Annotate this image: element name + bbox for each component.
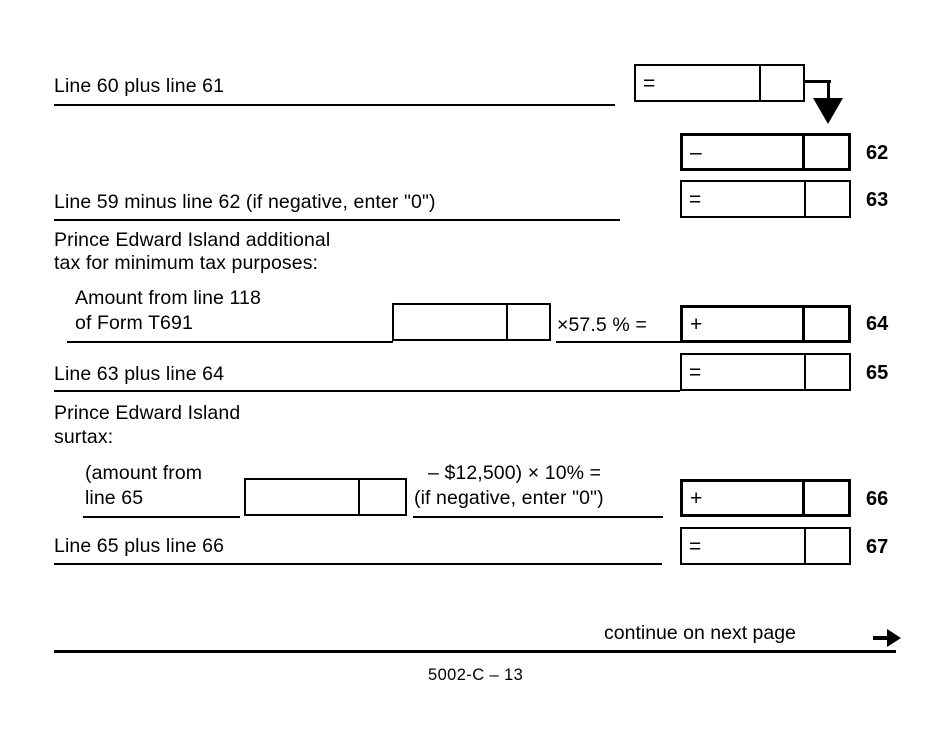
cents-field-line-67[interactable] xyxy=(806,529,849,563)
heading-surtax-line-2: surtax: xyxy=(54,426,114,448)
underline-line-65-plus-66 xyxy=(54,563,662,565)
cents-field-line-63[interactable] xyxy=(806,182,849,216)
amount-box-line-63[interactable]: = xyxy=(680,180,851,218)
cents-field-form-t691[interactable] xyxy=(508,305,549,339)
line-number-66: 66 xyxy=(866,488,889,510)
continue-next-page-label: continue on next page xyxy=(604,622,796,644)
line-number-67: 67 xyxy=(866,536,889,558)
dollars-field-surtax-source[interactable] xyxy=(246,480,360,514)
arrow-right-icon xyxy=(873,629,901,647)
dollars-field-line-65[interactable]: = xyxy=(682,355,806,389)
dollars-field-line-62[interactable]: – xyxy=(683,136,805,168)
connector-vertical xyxy=(827,80,830,102)
page-number: 5002-C – 13 xyxy=(428,666,524,684)
dollars-field-line-67[interactable]: = xyxy=(682,529,806,563)
cents-field-line-61-total[interactable] xyxy=(761,66,803,100)
operator-plus-icon: + xyxy=(690,312,703,336)
heading-minimum-tax-line-2: tax for minimum tax purposes: xyxy=(54,252,319,274)
line-number-64: 64 xyxy=(866,313,889,335)
underline-form-t691 xyxy=(67,341,393,343)
underline-line-59-minus-62 xyxy=(54,219,620,221)
amount-box-line-65[interactable]: = xyxy=(680,353,851,391)
amount-box-line-67[interactable]: = xyxy=(680,527,851,565)
amount-box-line-66[interactable]: + xyxy=(680,479,851,517)
arrow-right-head xyxy=(887,629,901,647)
label-line-60-plus-61: Line 60 plus line 61 xyxy=(54,75,225,97)
operator-equals-icon: = xyxy=(689,360,702,384)
multiplier-57-5-percent: ×57.5 % = xyxy=(557,314,647,336)
label-amount-from-line-65-part-2: line 65 xyxy=(85,487,144,509)
label-line-59-minus-62: Line 59 minus line 62 (if negative, ente… xyxy=(54,191,436,213)
label-of-form-t691: of Form T691 xyxy=(75,312,193,334)
dollars-field-line-63[interactable]: = xyxy=(682,182,806,216)
cents-field-line-62[interactable] xyxy=(805,136,848,168)
dollars-field-line-66[interactable]: + xyxy=(683,482,805,514)
operator-equals-icon: = xyxy=(689,187,702,211)
operator-plus-icon: + xyxy=(690,486,703,510)
formula-surtax-line-2: (if negative, enter "0") xyxy=(414,487,604,509)
amount-box-line-61-total[interactable]: = xyxy=(634,64,805,102)
cents-field-line-65[interactable] xyxy=(806,355,849,389)
line-number-65: 65 xyxy=(866,362,889,384)
label-line-65-plus-66: Line 65 plus line 66 xyxy=(54,535,225,557)
operator-equals-icon: = xyxy=(689,534,702,558)
cents-field-line-64[interactable] xyxy=(805,308,848,340)
amount-box-line-62[interactable]: – xyxy=(680,133,851,171)
underline-line-63-plus-64 xyxy=(54,390,680,392)
connector-horizontal xyxy=(805,80,831,83)
amount-box-form-t691[interactable] xyxy=(392,303,551,341)
heading-surtax-line-1: Prince Edward Island xyxy=(54,402,241,424)
cents-field-line-66[interactable] xyxy=(805,482,848,514)
label-amount-from-line-118: Amount from line 118 xyxy=(75,287,261,309)
amount-box-surtax-source[interactable] xyxy=(244,478,407,516)
dollars-field-line-64[interactable]: + xyxy=(683,308,805,340)
arrow-down-icon xyxy=(813,98,843,124)
underline-surtax-formula xyxy=(413,516,663,518)
heading-minimum-tax-line-1: Prince Edward Island additional xyxy=(54,229,331,251)
line-number-63: 63 xyxy=(866,189,889,211)
cents-field-surtax-source[interactable] xyxy=(360,480,405,514)
label-line-63-plus-64: Line 63 plus line 64 xyxy=(54,363,225,385)
footer-divider xyxy=(54,650,896,653)
underline-line-65-source xyxy=(83,516,240,518)
label-amount-from-line-65-part-1: (amount from xyxy=(85,462,203,484)
amount-box-line-64[interactable]: + xyxy=(680,305,851,343)
line-number-62: 62 xyxy=(866,142,889,164)
formula-surtax-line-1: – $12,500) × 10% = xyxy=(428,462,602,484)
dollars-field-form-t691[interactable] xyxy=(394,305,508,339)
operator-minus-icon: – xyxy=(690,140,702,164)
arrow-right-shaft xyxy=(873,635,887,641)
dollars-field-line-61-total[interactable]: = xyxy=(636,66,761,100)
underline-line-60-plus-61 xyxy=(54,104,615,106)
operator-equals-icon: = xyxy=(643,71,656,95)
underline-multiplier xyxy=(556,341,680,343)
